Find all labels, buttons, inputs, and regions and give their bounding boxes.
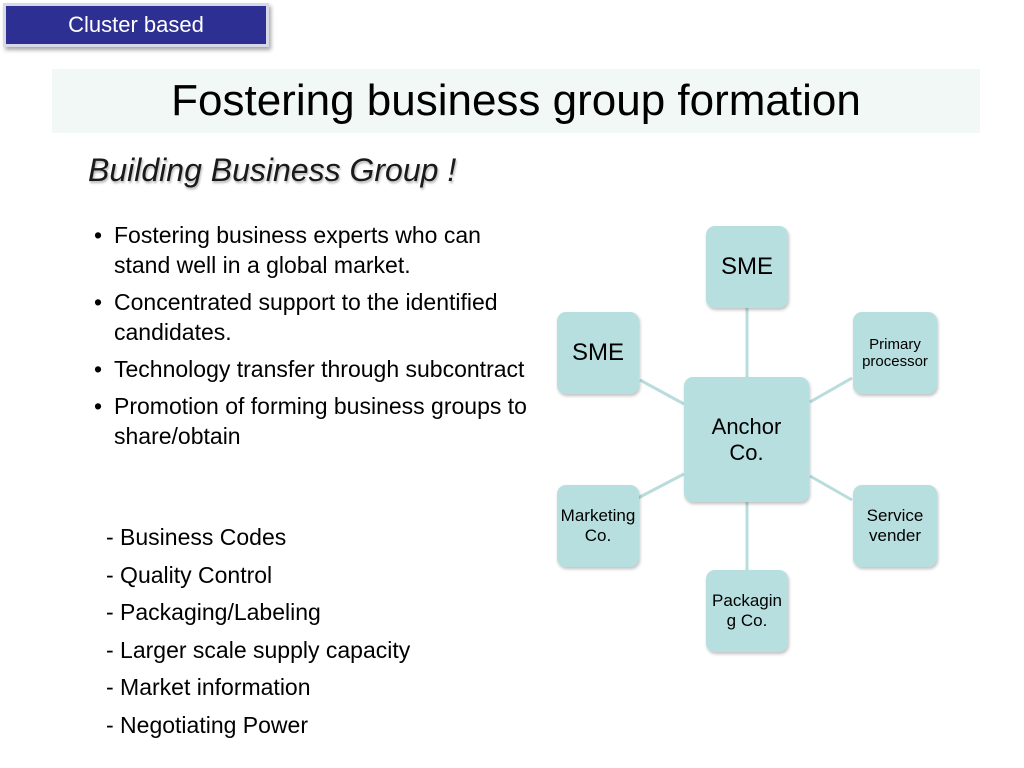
node-marketing-co: Marketing Co.	[557, 485, 639, 567]
node-anchor-co: Anchor Co.	[684, 377, 809, 502]
sub-item: - Quality Control	[106, 561, 273, 588]
bullet-item: Concentrated support to the identified c…	[92, 287, 532, 347]
sub-item: - Negotiating Power	[106, 711, 308, 738]
node-primary-processor: Primary processor	[853, 312, 937, 394]
bullet-item: Fostering business experts who can stand…	[92, 220, 532, 280]
sub-item: - Business Codes	[106, 524, 287, 550]
node-top-sme: SME	[706, 226, 788, 308]
connector-marketing	[637, 472, 685, 500]
bullet-item: Promotion of forming business groups to …	[92, 391, 532, 451]
sub-item: - Market information	[106, 674, 311, 701]
title-band	[52, 69, 980, 133]
connector-service	[809, 474, 853, 502]
node-service-vender: Service vender	[853, 485, 937, 567]
connector-left	[639, 378, 685, 406]
sub-item: - Packaging/Labeling	[106, 599, 321, 626]
bullet-list: Fostering business experts who can stand…	[92, 220, 532, 458]
section-tag: Cluster based	[3, 3, 269, 47]
node-left-sme: SME	[557, 312, 639, 394]
sub-item: - Larger scale supply capacity	[106, 636, 411, 663]
page-subtitle: Building Business Group !	[88, 152, 457, 188]
connector-primary	[809, 376, 853, 404]
node-packaging-co: Packaging Co.	[706, 570, 788, 652]
bullet-item: Technology transfer through subcontract	[92, 354, 532, 384]
page-title: Fostering business group formation	[171, 76, 861, 125]
sub-item-list: - Business Codes - Quality Control - Pac…	[106, 522, 410, 748]
